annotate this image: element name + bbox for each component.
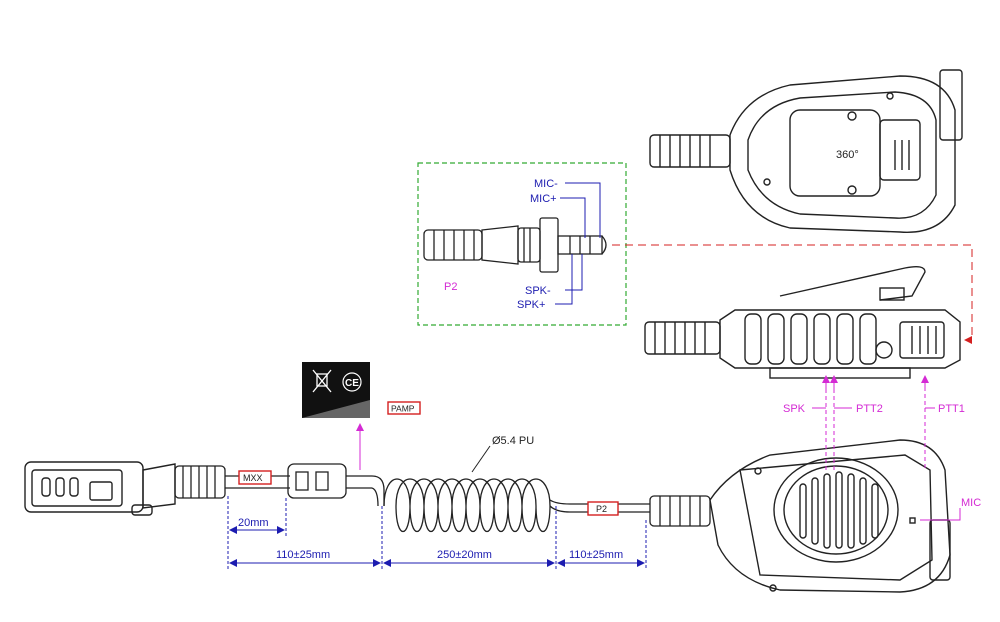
jack-plug	[423, 217, 607, 273]
p2-tag-text: P2	[596, 504, 607, 514]
radio-connector	[24, 461, 176, 516]
strain-relief-right	[649, 495, 711, 527]
crossed-out-bin-icon	[312, 369, 332, 393]
svg-text:CE: CE	[345, 378, 359, 389]
pin-spk-minus: SPK-	[525, 285, 551, 297]
ce-mark-icon: CE	[342, 372, 362, 392]
speaker-mic-side	[644, 265, 961, 379]
cable-spec-leader	[471, 445, 491, 473]
strain-relief-left	[174, 465, 226, 499]
callout-mic: MIC	[961, 497, 981, 509]
dim-110mm-right: 110±25mm	[569, 549, 623, 561]
pin-spk-plus: SPK+	[517, 299, 545, 311]
jack-label: P2	[444, 281, 457, 293]
dimension-arrows	[229, 526, 645, 567]
dim-110mm-left: 110±25mm	[276, 549, 330, 561]
callout-spk: SPK	[783, 403, 806, 415]
speaker-mic-front	[709, 439, 951, 593]
speaker-mic-back	[649, 69, 963, 233]
cable-segment	[225, 463, 385, 507]
pin-mic-minus: MIC-	[534, 178, 558, 190]
swivel-clip-label: 360°	[836, 149, 859, 161]
dimension-extension-lines	[227, 496, 647, 570]
p2-tag	[587, 501, 619, 516]
cable-spec: Ø5.4 PU	[492, 435, 534, 447]
jack-link-line	[612, 244, 973, 344]
jack-pin-leaders	[555, 182, 601, 305]
pamp-tag	[387, 401, 421, 415]
mxx-tag	[238, 470, 272, 485]
pin-mic-plus: MIC+	[530, 193, 557, 205]
dim-250mm: 250±20mm	[437, 549, 492, 561]
coiled-cable	[383, 478, 650, 533]
dim-20mm: 20mm	[238, 517, 269, 529]
callout-leaders	[812, 380, 961, 521]
callout-ptt1: PTT1	[938, 403, 965, 415]
pamp-tag-text: PAMP	[391, 404, 415, 414]
callout-ptt2: PTT2	[856, 403, 883, 415]
jack-inset-frame	[417, 162, 627, 326]
mxx-tag-text: MXX	[243, 473, 263, 483]
